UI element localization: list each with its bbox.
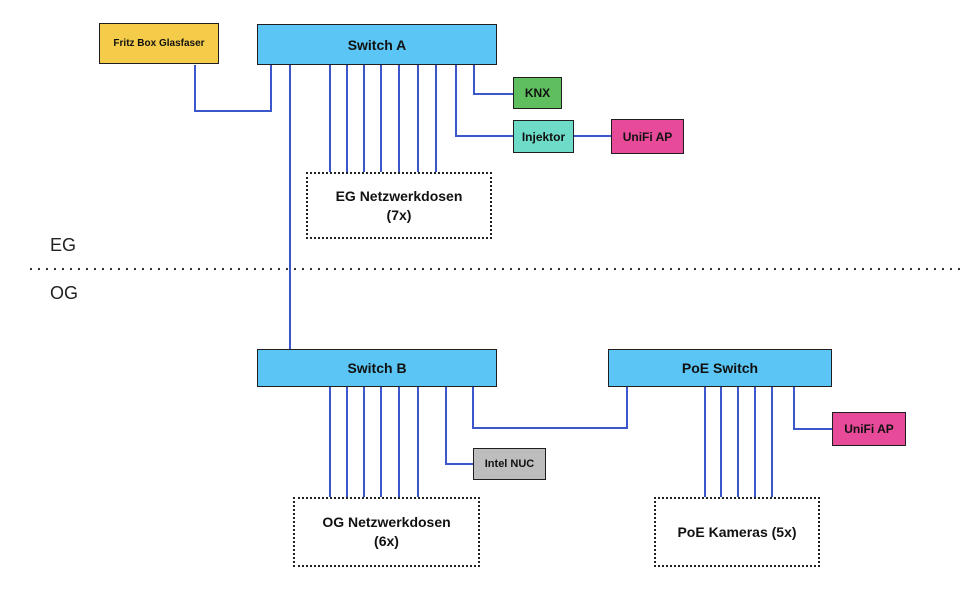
link-switch-b-poe-switch <box>472 387 628 429</box>
eg-netzwerkdosen-count: (7x) <box>386 206 412 223</box>
fritz-box-node: Fritz Box Glasfaser <box>99 23 219 64</box>
switch-b-node: Switch B <box>257 349 497 387</box>
link-switch-a-knx <box>473 65 513 95</box>
og-netzwerkdosen-count: (6x) <box>374 533 399 549</box>
unifi-ap-eg-node: UniFi AP <box>611 119 684 154</box>
intel-nuc-node: Intel NUC <box>473 448 546 480</box>
poe-switch-node: PoE Switch <box>608 349 832 387</box>
unifi-ap-og-node: UniFi AP <box>832 412 906 446</box>
floor-label-eg: EG <box>50 235 77 255</box>
link-poe-switch-unifi-ap <box>793 387 832 430</box>
link-switch-a-injektor <box>455 65 513 137</box>
og-netzwerkdosen-label: OG Netzwerkdosen <box>322 514 451 530</box>
injektor-node: Injektor <box>513 120 574 153</box>
og-netzwerkdosen-group: OG Netzwerkdosen (6x) <box>293 497 480 567</box>
knx-node: KNX <box>513 77 562 109</box>
link-fritzbox-switch-a <box>194 65 272 112</box>
eg-netzwerkdosen-label: EG Netzwerkdosen <box>335 187 463 204</box>
floor-label-og: OG <box>50 283 79 303</box>
eg-netzwerkdosen-group: EG Netzwerkdosen (7x) <box>306 172 492 239</box>
poe-kameras-group: PoE Kameras (5x) <box>654 497 820 567</box>
poe-kameras-label: PoE Kameras (5x) <box>677 523 797 540</box>
link-switch-b-intel-nuc <box>445 387 473 465</box>
switch-a-node: Switch A <box>257 24 497 65</box>
